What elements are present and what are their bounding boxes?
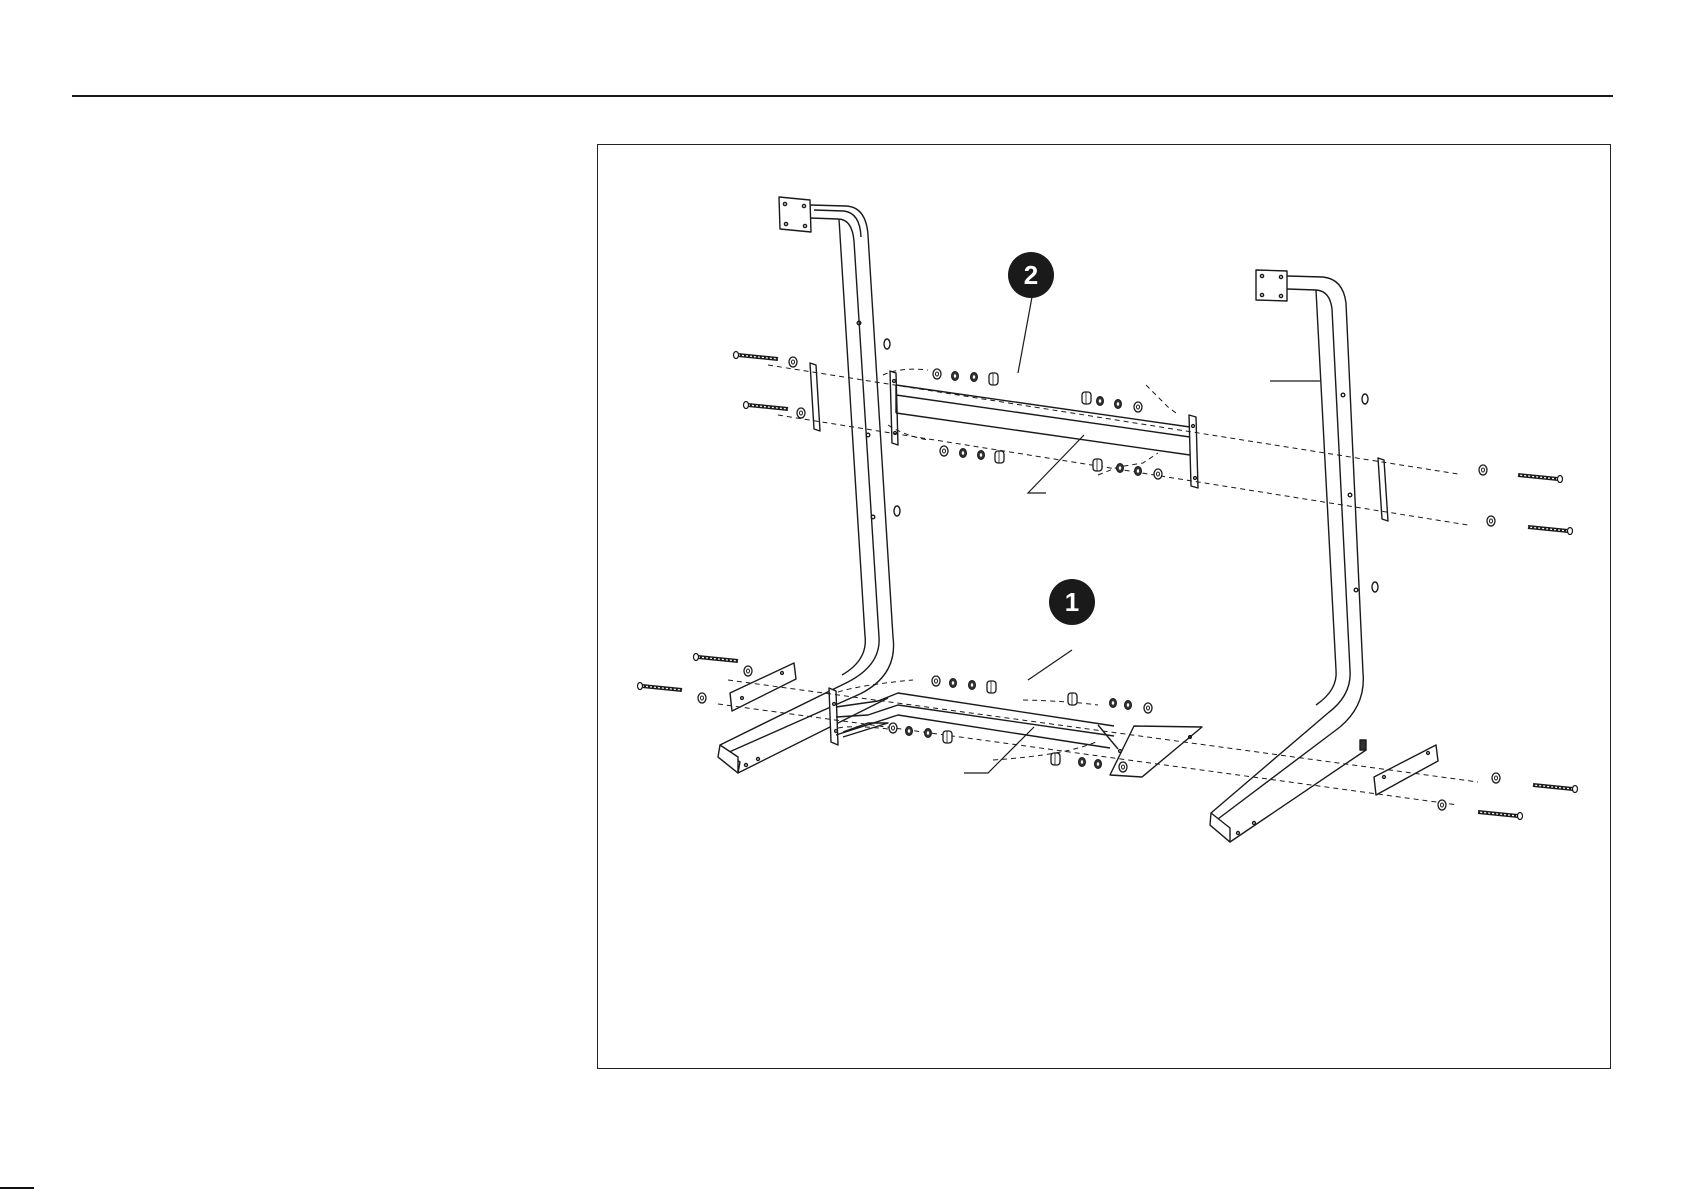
assembly-diagram: 2 1: [598, 145, 1612, 1070]
step-2-number: 2: [1024, 260, 1038, 290]
assembly-figure: 2 1: [597, 144, 1611, 1069]
lower-crossbar: [829, 688, 1202, 777]
step-1-number: 1: [1065, 587, 1079, 617]
header-rule: [72, 95, 1613, 97]
upper-crossbar: [890, 371, 1198, 488]
footer-bar: [0, 1187, 34, 1189]
nut-icon: [943, 373, 1102, 765]
leader-lines: [964, 297, 1320, 773]
right-frame: [1210, 270, 1378, 842]
step-1-callout: 1: [1049, 579, 1095, 625]
step-2-callout: 2: [1008, 252, 1054, 298]
